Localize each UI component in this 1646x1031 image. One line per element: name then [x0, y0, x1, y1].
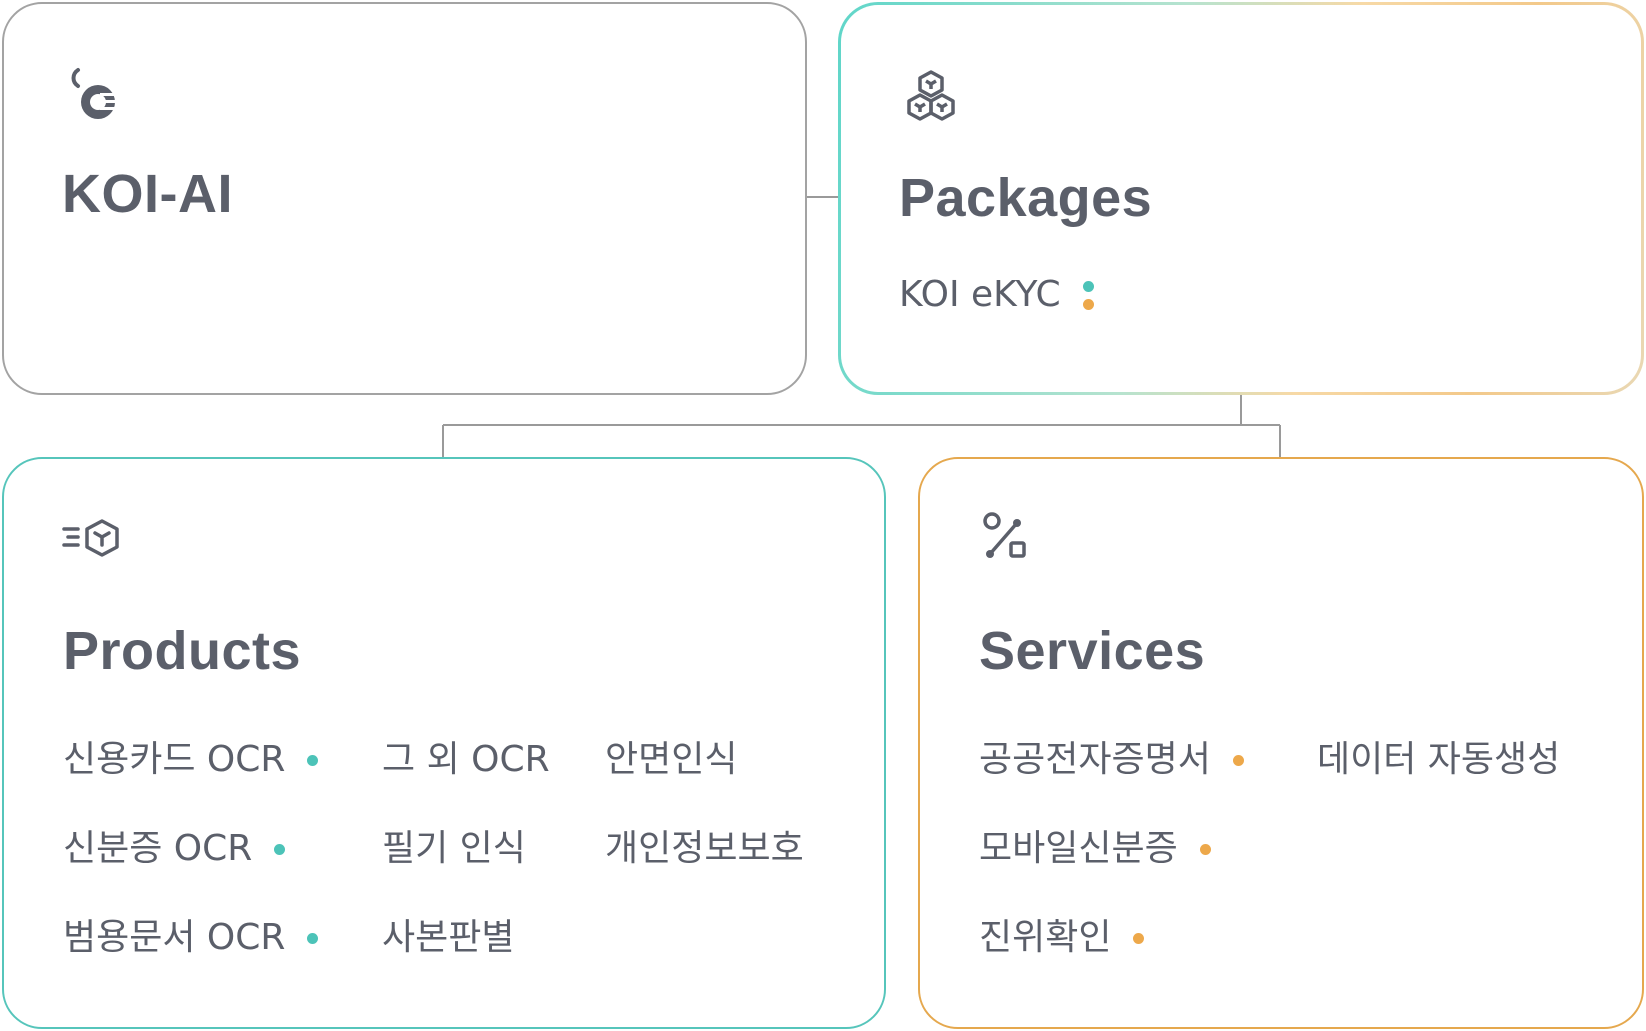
product-item-general-doc-ocr[interactable]: 범용문서 OCR [63, 917, 319, 958]
product-item-label: 범용문서 OCR [63, 917, 286, 958]
orange-dot [1232, 754, 1244, 766]
teal-dot [307, 754, 319, 766]
fast-cube-icon [62, 509, 122, 569]
service-item-authenticity-check[interactable]: 진위확인 [979, 917, 1145, 958]
product-item-copy-detection[interactable]: 사본판별 [382, 920, 514, 956]
koi-ai-card: KOI-AI [2, 2, 807, 395]
orange-dot [1133, 932, 1145, 944]
cubes-icon [901, 67, 961, 127]
package-item-koi-ekyc[interactable]: KOI eKYC [899, 277, 1094, 313]
product-item-label: 개인정보보호 [605, 828, 804, 869]
product-item-face-recognition[interactable]: 안면인식 [605, 742, 737, 778]
teal-dot [307, 932, 319, 944]
product-item-label: 신용카드 OCR [63, 739, 286, 780]
product-item-id-ocr[interactable]: 신분증 OCR [63, 828, 286, 869]
service-item-public-e-certificate[interactable]: 공공전자증명서 [979, 742, 1244, 778]
status-dots [1082, 280, 1094, 310]
orange-dot [1082, 298, 1094, 310]
product-item-label: 신분증 OCR [63, 828, 253, 869]
product-item-privacy[interactable]: 개인정보보호 [605, 831, 804, 867]
product-item-handwriting[interactable]: 필기 인식 [382, 831, 526, 867]
product-item-label: 사본판별 [382, 917, 515, 958]
service-item-label: 모바일신분증 [979, 828, 1178, 869]
product-item-other-ocr[interactable]: 그 외 OCR [382, 742, 550, 778]
service-item-label: 데이터 자동생성 [1317, 739, 1561, 780]
teal-dot [1082, 280, 1094, 292]
package-item-label: KOI eKYC [899, 274, 1061, 315]
product-item-label: 필기 인식 [382, 828, 526, 869]
product-item-credit-card-ocr[interactable]: 신용카드 OCR [63, 739, 319, 780]
product-item-label: 안면인식 [605, 739, 738, 780]
service-item-label: 공공전자증명서 [979, 739, 1211, 780]
koi-logo-icon [64, 64, 124, 124]
service-item-data-auto-generation[interactable]: 데이터 자동생성 [1317, 742, 1560, 778]
product-item-label: 그 외 OCR [382, 739, 550, 780]
products-title: Products [63, 621, 302, 681]
packages-title: Packages [899, 168, 1153, 228]
packages-card: Packages KOI eKYC [838, 2, 1644, 395]
koi-ai-title: KOI-AI [62, 164, 233, 224]
products-card: Products 신용카드 OCR 그 외 OCR 안면인식 신분증 OCR 필… [2, 457, 886, 1029]
service-item-label: 진위확인 [979, 917, 1112, 958]
teal-dot [274, 843, 286, 855]
percent-nodes-icon [978, 509, 1038, 569]
service-item-mobile-id[interactable]: 모바일신분증 [979, 831, 1211, 867]
services-title: Services [979, 621, 1206, 681]
orange-dot [1199, 843, 1211, 855]
services-card: Services 공공전자증명서 데이터 자동생성 모바일신분증 진위확인 [918, 457, 1644, 1029]
